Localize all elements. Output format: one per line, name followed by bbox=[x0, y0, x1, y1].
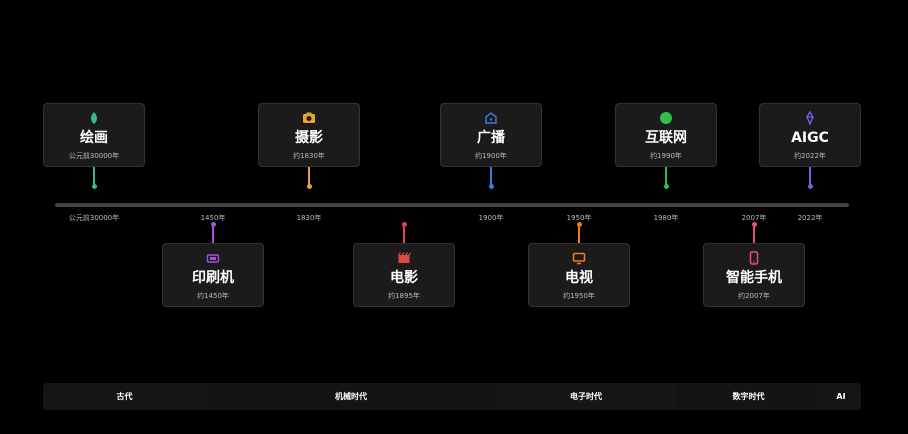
event-date: 约1450年 bbox=[197, 292, 229, 300]
printer-icon bbox=[163, 251, 263, 265]
connector-top-3 bbox=[665, 167, 667, 186]
event-title: 广播 bbox=[477, 130, 505, 146]
event-date: 公元前30000年 bbox=[68, 152, 120, 160]
tick-label: 1900年 bbox=[478, 214, 504, 222]
connector-bottom-2 bbox=[578, 224, 580, 243]
tick-label: 2022年 bbox=[797, 214, 823, 222]
era-mechanical: 机械时代 bbox=[206, 383, 496, 410]
tv-icon bbox=[529, 251, 629, 265]
connector-dot-top-0 bbox=[91, 183, 97, 189]
timeline-axis bbox=[55, 203, 849, 207]
radio-house-icon bbox=[441, 111, 541, 125]
connector-top-4 bbox=[809, 167, 811, 186]
connector-bottom-1 bbox=[403, 224, 405, 243]
event-title: 电视 bbox=[565, 270, 593, 286]
leaf-icon bbox=[44, 111, 144, 125]
connector-dot-top-3 bbox=[663, 183, 669, 189]
connector-dot-bottom-3 bbox=[751, 221, 757, 227]
event-date: 约1900年 bbox=[475, 152, 507, 160]
event-card-bottom-0: 印刷机约1450年 bbox=[162, 243, 264, 307]
event-title: 电影 bbox=[390, 270, 418, 286]
connector-dot-bottom-2 bbox=[576, 221, 582, 227]
connector-top-0 bbox=[93, 167, 95, 186]
era-electronic: 电子时代 bbox=[496, 383, 676, 410]
tick-label: 公元前30000年 bbox=[68, 214, 120, 222]
tick-label: 1830年 bbox=[296, 214, 322, 222]
connector-bottom-3 bbox=[753, 224, 755, 243]
era-ancient: 古代 bbox=[43, 383, 206, 410]
era-ai: AI bbox=[821, 383, 861, 410]
event-card-top-1: 摄影约1830年 bbox=[258, 103, 360, 167]
smartphone-icon bbox=[704, 251, 804, 265]
connector-dot-bottom-0 bbox=[210, 221, 216, 227]
event-title: AIGC bbox=[791, 130, 829, 146]
connector-dot-top-4 bbox=[807, 183, 813, 189]
tick-label: 1950年 bbox=[566, 214, 592, 222]
connector-top-1 bbox=[308, 167, 310, 186]
ai-gem-icon bbox=[760, 111, 860, 125]
era-bar: 古代 机械时代 电子时代 数字时代 AI bbox=[43, 383, 861, 410]
connector-bottom-0 bbox=[212, 224, 214, 243]
tick-label: 2007年 bbox=[741, 214, 767, 222]
event-card-top-4: AIGC 约2022年 bbox=[759, 103, 861, 167]
event-card-top-2: 广播约1900年 bbox=[440, 103, 542, 167]
connector-dot-top-2 bbox=[488, 183, 494, 189]
event-date: 约1830年 bbox=[293, 152, 325, 160]
event-title: 互联网 bbox=[645, 130, 687, 146]
event-card-top-0: 绘画公元前30000年 bbox=[43, 103, 145, 167]
film-icon bbox=[354, 251, 454, 265]
event-date: 约2022年 bbox=[794, 152, 826, 160]
event-title: 摄影 bbox=[295, 130, 323, 146]
connector-dot-top-1 bbox=[306, 183, 312, 189]
era-digital: 数字时代 bbox=[676, 383, 821, 410]
tick-label: 1980年 bbox=[653, 214, 679, 222]
event-date: 约1950年 bbox=[563, 292, 595, 300]
tick-label: 1450年 bbox=[200, 214, 226, 222]
event-title: 绘画 bbox=[80, 130, 108, 146]
event-card-bottom-2: 电视约1950年 bbox=[528, 243, 630, 307]
event-date: 约1895年 bbox=[388, 292, 420, 300]
event-card-top-3: 互联网约1990年 bbox=[615, 103, 717, 167]
connector-top-2 bbox=[490, 167, 492, 186]
event-card-bottom-3: 智能手机约2007年 bbox=[703, 243, 805, 307]
event-date: 约1990年 bbox=[650, 152, 682, 160]
connector-dot-bottom-1 bbox=[401, 221, 407, 227]
event-card-bottom-1: 电影约1895年 bbox=[353, 243, 455, 307]
camera-icon bbox=[259, 111, 359, 125]
event-title: 智能手机 bbox=[726, 270, 782, 286]
event-date: 约2007年 bbox=[738, 292, 770, 300]
globe-dot-icon bbox=[616, 111, 716, 125]
event-title: 印刷机 bbox=[192, 270, 234, 286]
